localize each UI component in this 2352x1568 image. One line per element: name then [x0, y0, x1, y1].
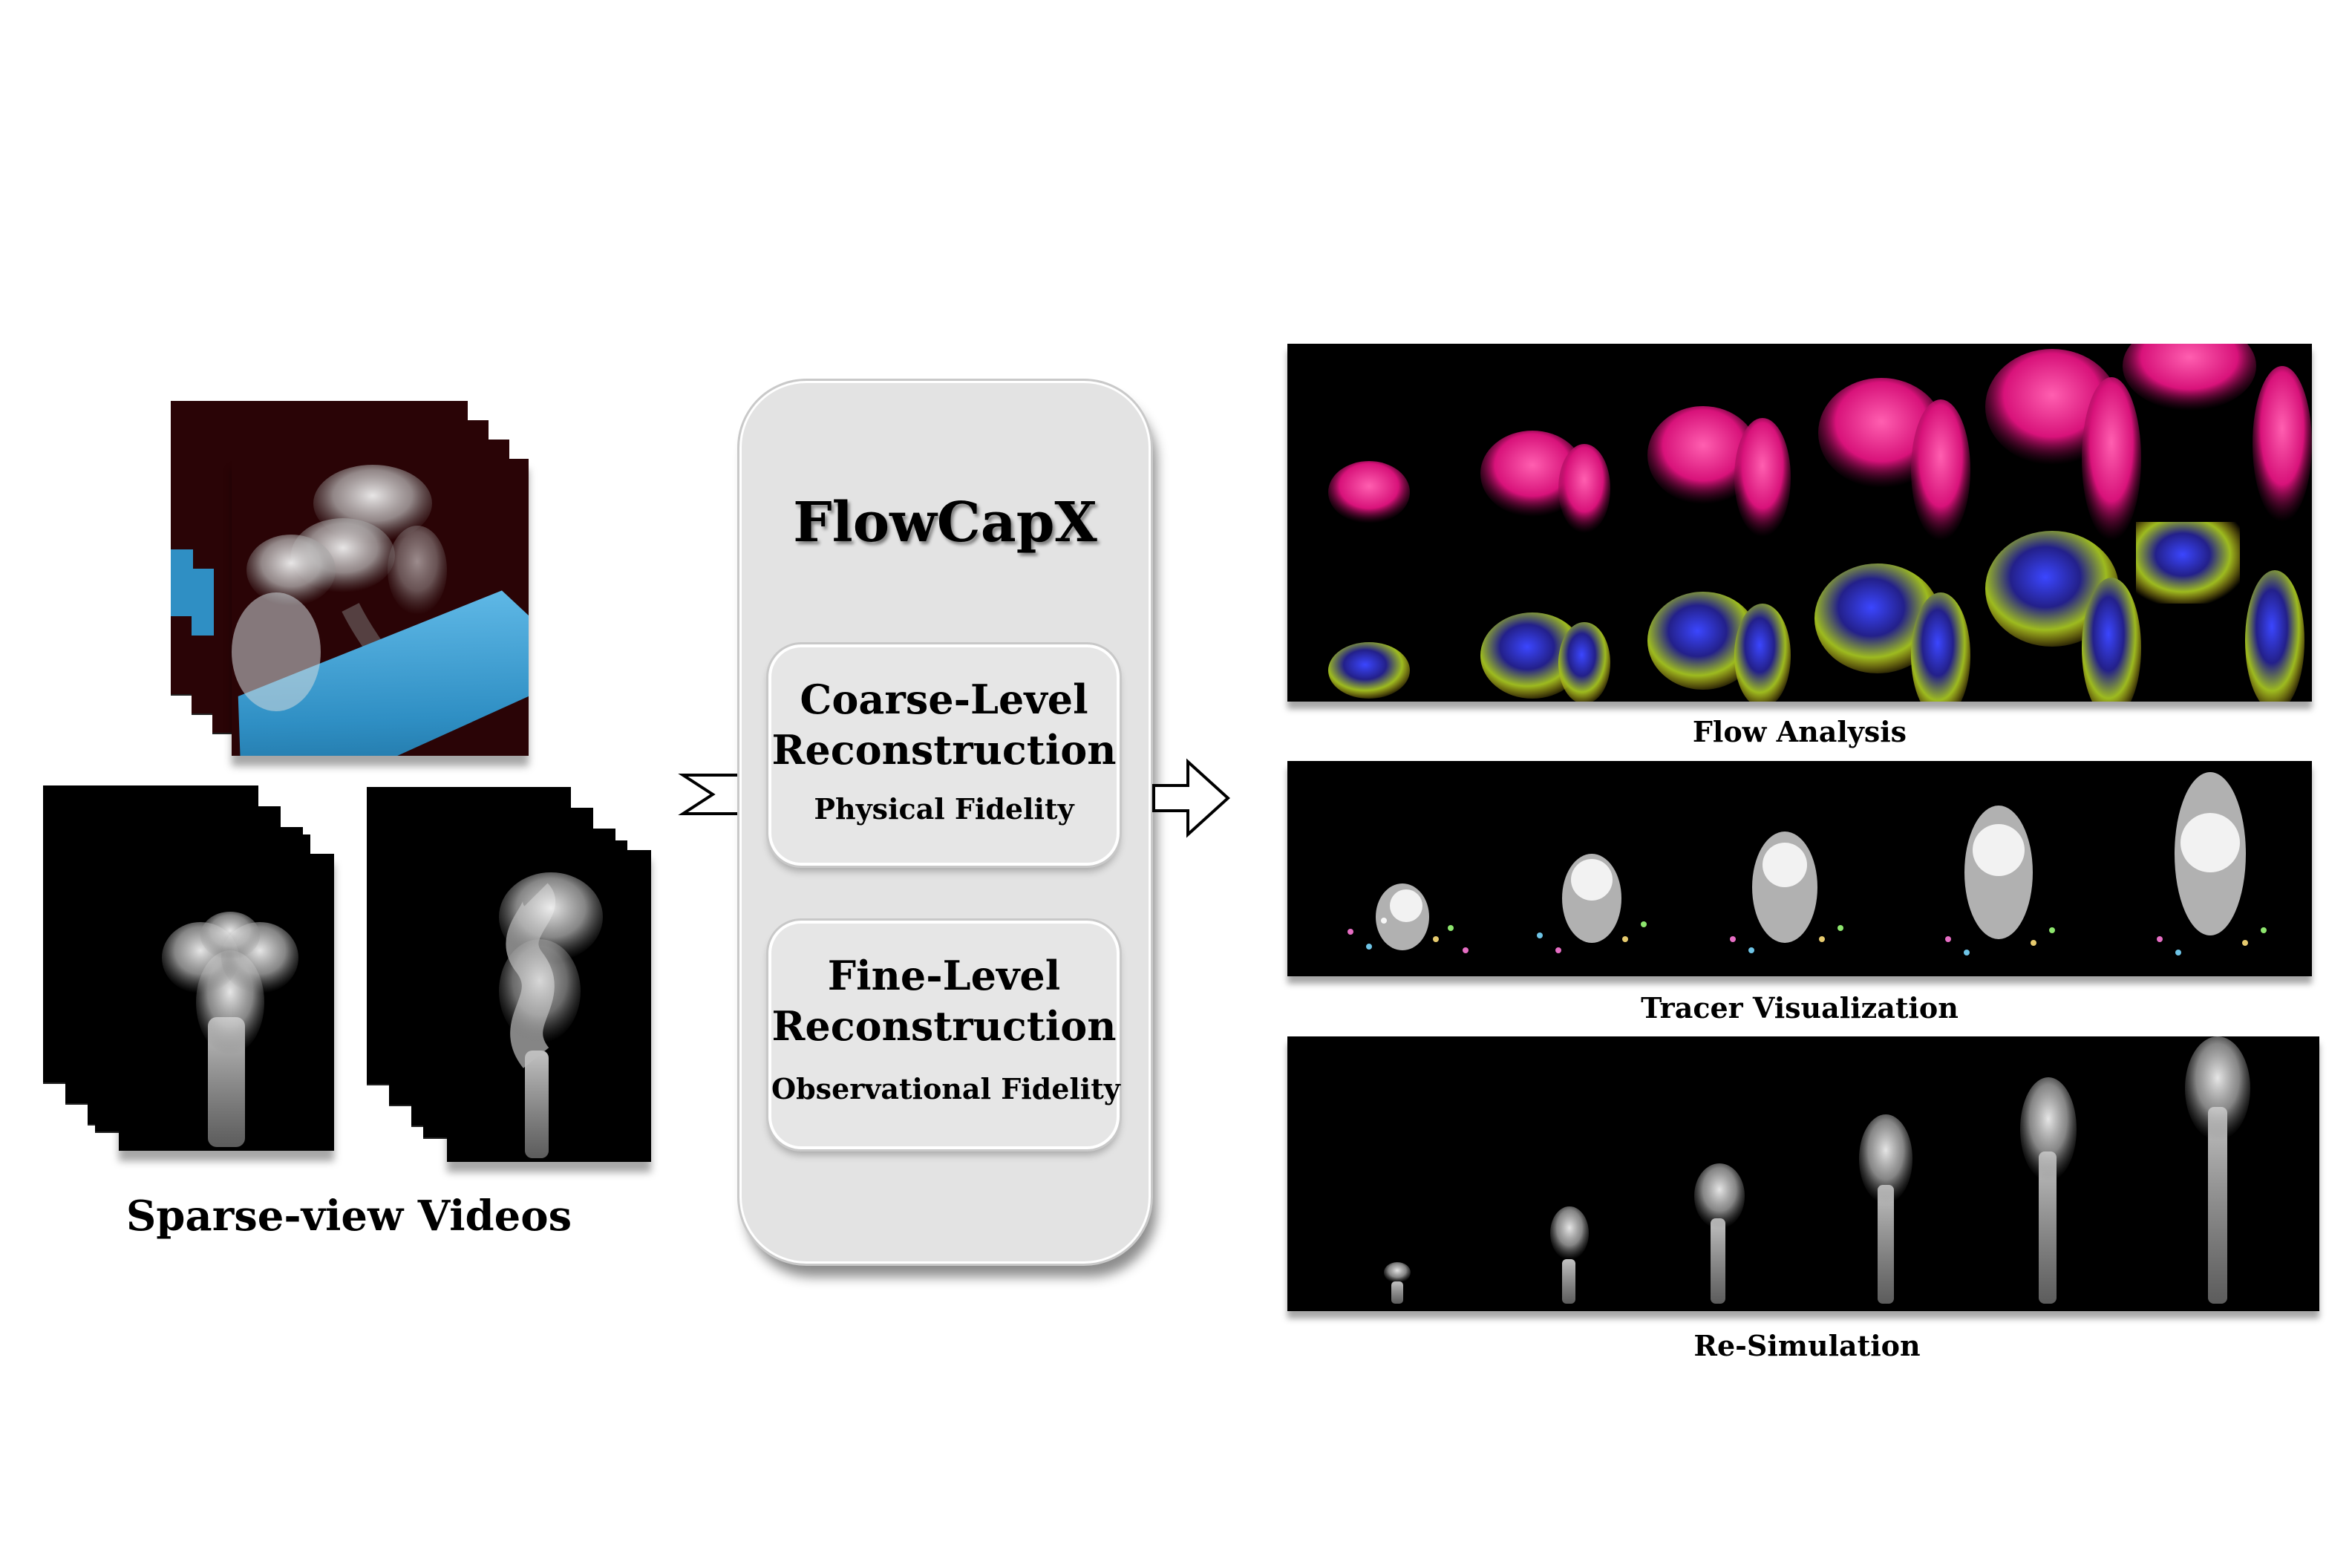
stage-title-line1: Coarse-Level: [800, 676, 1088, 723]
smoke-cylinder-image: [232, 465, 529, 756]
flow-analysis-label: Flow Analysis: [1692, 715, 1907, 748]
pipeline-title: FlowCapX: [793, 491, 1097, 555]
cylinder-edge: [171, 549, 193, 616]
coarse-stage-box: Coarse-Level Reconstruction Physical Fid…: [768, 644, 1120, 866]
video-frame-front: [119, 854, 334, 1151]
stage-title-line1: Fine-Level: [827, 952, 1061, 999]
tracer-visualization-panel: [1287, 761, 2312, 976]
smoke-plume-image: [162, 912, 298, 1147]
re-simulation-panel: [1287, 1036, 2319, 1311]
stage-title-line2: Reconstruction: [771, 1002, 1117, 1050]
re-simulation-label: Re-Simulation: [1693, 1329, 1921, 1362]
pipeline-box: FlowCapX Coarse-Level Reconstruction Phy…: [739, 381, 1151, 1264]
smoke-plume-image: [499, 872, 603, 1158]
stage-subtitle: Physical Fidelity: [814, 792, 1074, 826]
re-simulation-image: [1384, 1036, 2250, 1304]
input-label: Sparse-view Videos: [125, 1192, 572, 1241]
output-arrow-icon: [1152, 758, 1230, 838]
fine-stage-box: Fine-Level Reconstruction Observational …: [768, 921, 1120, 1149]
input-arrow-icon: [678, 774, 742, 815]
stage-subtitle: Observational Fidelity: [771, 1072, 1120, 1105]
tracer-visualization-image: [1348, 772, 2267, 956]
tracer-visualization-label: Tracer Visualization: [1641, 991, 1959, 1025]
video-frame-front: [447, 850, 651, 1162]
video-frame-front: [232, 459, 529, 756]
flow-analysis-image: [1328, 344, 2312, 702]
flow-analysis-panel: [1287, 344, 2312, 702]
cylinder-edge: [192, 569, 214, 636]
stage-title-line2: Reconstruction: [771, 726, 1117, 774]
